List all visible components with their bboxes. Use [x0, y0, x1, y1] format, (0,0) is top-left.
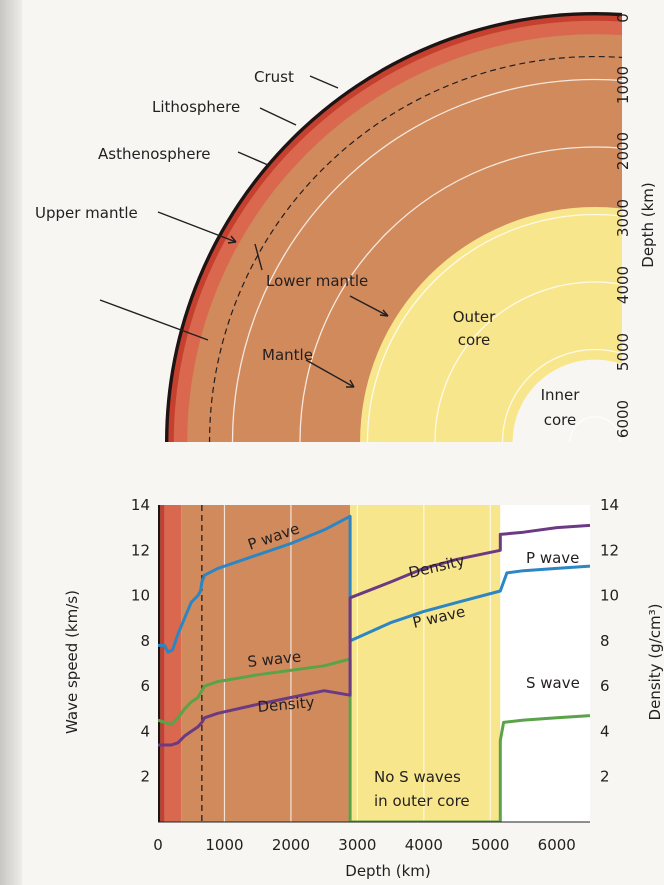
upper-mantle-label: Upper mantle	[35, 204, 138, 222]
depth-tick-0: 0	[614, 13, 632, 23]
lower-mantle-label: Lower mantle	[266, 272, 368, 290]
s-wave-mantle-label: S wave	[247, 647, 302, 671]
page-gutter-shadow	[0, 0, 22, 885]
y-tick-left-6: 6	[140, 677, 150, 695]
inner-core-layer	[512, 359, 622, 442]
x-tick-label-6000: 6000	[538, 836, 576, 854]
inner-core-label-line2: core	[544, 411, 577, 429]
transition-zone-dashed-ring	[209, 56, 622, 442]
depth-tick-1000: 1000	[614, 66, 632, 104]
mantle-region	[181, 505, 351, 822]
no-s-waves-annotation-line1: No S waves	[374, 768, 461, 786]
crust-region	[158, 505, 161, 822]
y-axis-title-right: Density (g/cm³)	[646, 604, 664, 721]
crust-label: Crust	[254, 68, 294, 86]
y-tick-left-2: 2	[140, 768, 150, 786]
y-tick-left-12: 12	[131, 541, 150, 559]
y-tick-right-8: 8	[600, 632, 610, 650]
depth-axis-label: Depth (km)	[639, 182, 657, 267]
lower-mantle-arrow	[379, 309, 389, 317]
s-wave-inner-core-label: S wave	[526, 674, 580, 692]
seismic-profile-chart: 0 1000 2000 3000 4000 5000 6000 2 2 4 4 6 6 8 8 10 10 12 1…	[131, 496, 619, 854]
depth-ring-3000	[366, 213, 622, 442]
x-tick-label-0: 0	[153, 836, 163, 854]
asthenosphere-region	[164, 505, 182, 822]
y-tick-left-10: 10	[131, 587, 150, 605]
outer-core-region	[350, 505, 501, 822]
asthenosphere-label: Asthenosphere	[98, 145, 211, 163]
y-tick-right-2: 2	[600, 768, 610, 786]
leader-lines	[99, 75, 389, 388]
depth-ring-4000	[434, 281, 622, 442]
y-tick-right-10: 10	[600, 587, 619, 605]
upper-mantle-arrow	[227, 235, 237, 244]
mantle-leader-line	[99, 299, 355, 388]
density-series-line	[158, 523, 590, 747]
mantle-label: Mantle	[262, 346, 313, 364]
y-axis-title-left: Wave speed (km/s)	[63, 590, 81, 734]
earth-cross-section	[165, 12, 622, 442]
density-mantle-label: Density	[257, 693, 316, 716]
inner-core-label-line1: Inner	[541, 386, 581, 404]
lithosphere-label: Lithosphere	[152, 98, 240, 116]
x-tick-label-3000: 3000	[338, 836, 376, 854]
x-axis-title: Depth (km)	[345, 862, 430, 880]
depth-tick-3000: 3000	[614, 199, 632, 237]
asthenosphere-leader-line	[237, 151, 269, 166]
y-tick-left-14: 14	[131, 496, 150, 514]
depth-ring-1000	[231, 78, 622, 442]
depth-ring-5000	[501, 348, 622, 442]
x-tick-label-1000: 1000	[205, 836, 243, 854]
depth-axis: 0 1000 2000 3000 4000 5000 6000 Depth (k…	[614, 13, 657, 438]
cross-section-labels: Crust Lithosphere Asthenosphere Upper ma…	[35, 68, 580, 429]
upper-mantle-leader-line	[157, 211, 237, 243]
x-tick-label-4000: 4000	[405, 836, 443, 854]
lithosphere-leader-line	[259, 107, 297, 126]
x-tick-label-2000: 2000	[272, 836, 310, 854]
y-tick-right-14: 14	[600, 496, 619, 514]
y-tick-right-6: 6	[600, 677, 610, 695]
depth-ring-6000	[569, 416, 621, 442]
x-tick-label-5000: 5000	[471, 836, 509, 854]
depth-tick-4000: 4000	[614, 266, 632, 304]
depth-tick-5000: 5000	[614, 333, 632, 371]
p-wave-series-line	[158, 514, 590, 654]
outer-core-label-line1: Outer	[453, 308, 496, 326]
inner-core-region	[500, 505, 590, 822]
y-tick-left-4: 4	[140, 722, 150, 740]
mantle-arrow	[346, 379, 355, 388]
lithosphere-region	[160, 505, 165, 822]
outer-core-label-line2: core	[458, 331, 491, 349]
y-tick-left-8: 8	[140, 632, 150, 650]
crust-leader-line	[309, 75, 339, 89]
depth-tick-6000: 6000	[614, 400, 632, 438]
y-tick-right-4: 4	[600, 722, 610, 740]
s-wave-series-line	[158, 657, 590, 822]
depth-tick-2000: 2000	[614, 132, 632, 170]
p-wave-inner-core-label: P wave	[526, 549, 579, 567]
lower-mantle-leader-line	[254, 243, 389, 317]
depth-ring-2000	[299, 146, 622, 442]
no-s-waves-annotation-line2: in outer core	[374, 792, 470, 810]
y-tick-right-12: 12	[600, 541, 619, 559]
